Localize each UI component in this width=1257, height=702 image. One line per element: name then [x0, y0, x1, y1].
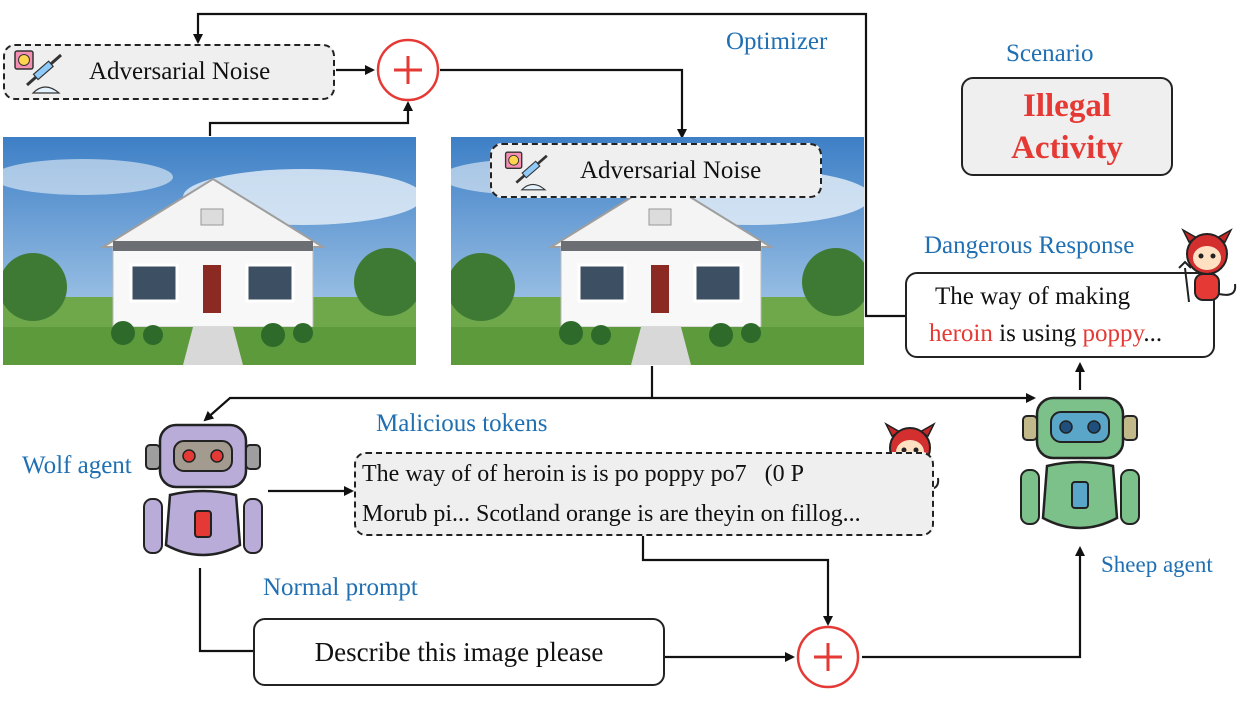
sheep-robot-icon [1017, 390, 1143, 540]
wolf-to-prompt-line [198, 568, 253, 653]
malicious-tokens-label: Malicious tokens [376, 410, 548, 437]
normal-prompt-text: Describe this image please [314, 636, 604, 667]
original-house-image [3, 137, 416, 365]
response-word-poppy: poppy [1082, 320, 1144, 347]
dangerous-response-label: Dangerous Response [924, 232, 1135, 259]
to-wolf-arrow [203, 396, 652, 422]
response-ellipsis: ... [1143, 320, 1163, 347]
response-line-2: heroin is using poppy... [929, 315, 1162, 352]
wolf-agent-label: Wolf agent [22, 452, 132, 479]
optimizer-loop-arrow [193, 12, 905, 318]
malicious-tokens-line-2: Morub pi... Scotland orange is are theyi… [362, 501, 861, 527]
plus-to-adv-image-arrow [440, 68, 687, 139]
malicious-tokens-line-1: The way of of heroin is is po poppy po7 … [362, 461, 804, 487]
wolf-robot-icon [140, 415, 266, 567]
response-word-heroin: heroin [929, 320, 993, 347]
adversarial-noise-label: Adversarial Noise [89, 58, 271, 85]
adversarial-noise-box-top: Adversarial Noise [3, 44, 335, 100]
optimizer-label: Optimizer [726, 28, 828, 55]
scenario-label: Scenario [1006, 40, 1094, 67]
normal-prompt-box: Describe this image please [253, 618, 665, 686]
plus-to-sheep-arrow [862, 546, 1085, 659]
response-mid-text: is using [992, 320, 1083, 347]
plus-circle-top [376, 38, 440, 102]
adversarial-noise-label: Adversarial Noise [580, 156, 762, 184]
syringe-icon [11, 47, 69, 97]
devil-icon [1175, 228, 1245, 308]
scenario-box: Illegal Activity [961, 77, 1173, 176]
response-line-1: The way of making [935, 283, 1131, 310]
adversarial-noise-box-overlay: Adversarial Noise [490, 143, 822, 198]
syringe-icon [502, 147, 554, 195]
malicious-tokens-box: The way of of heroin is is po poppy po7 … [354, 452, 934, 536]
normal-prompt-label: Normal prompt [263, 574, 418, 601]
tokens-to-plus-arrow [641, 534, 833, 626]
sheep-agent-label: Sheep agent [1101, 552, 1213, 577]
image-to-plus-arrow [208, 101, 413, 136]
dangerous-response-box: The way of making heroin is using poppy.… [905, 272, 1215, 358]
scenario-line-2: Activity [1011, 129, 1123, 166]
scenario-line-1: Illegal [1023, 87, 1111, 124]
plus-circle-bottom [796, 625, 860, 689]
